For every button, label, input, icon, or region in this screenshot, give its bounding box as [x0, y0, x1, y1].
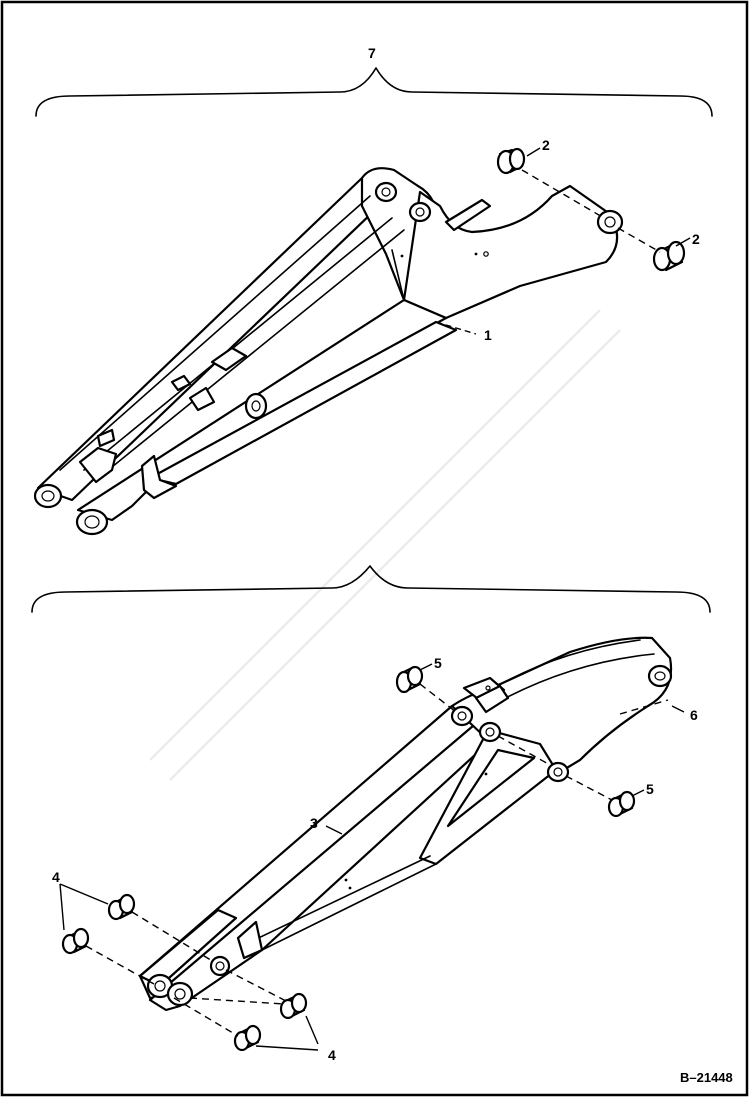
reference-number: B–21448: [680, 1070, 733, 1085]
bushing-top-right: [652, 240, 686, 272]
bushing-front-bottom: [233, 1024, 262, 1052]
pin-axis-top: [521, 169, 661, 253]
bushing-front-upper: [107, 893, 136, 921]
group-brace-top: [35, 67, 713, 117]
pin-axes-bottom: [85, 683, 669, 1037]
arm-weldment-bottom: [138, 636, 673, 1012]
callout-3: 3: [310, 815, 318, 831]
callout-2a: 2: [542, 137, 550, 153]
callout-5a: 5: [434, 655, 442, 671]
leader-2a: [526, 147, 541, 157]
watermark-graphic: [149, 309, 621, 781]
callout-6: 6: [690, 707, 698, 723]
callout-2b: 2: [692, 231, 700, 247]
leader-2b: [675, 237, 691, 247]
callout-5b: 5: [646, 781, 654, 797]
leader-1: [435, 321, 477, 335]
leaders-bottom: [59, 663, 685, 1051]
bushing-front-lower: [279, 992, 308, 1020]
bushing-bottom-right: [607, 790, 636, 818]
bushing-top-left: [496, 147, 526, 175]
callout-4a: 4: [52, 869, 60, 885]
callout-4b: 4: [328, 1047, 336, 1063]
arm-weldment-top: [33, 167, 624, 536]
bushing-front-left: [61, 927, 90, 955]
bushing-bottom-upper: [395, 665, 424, 694]
callout-1: 1: [484, 327, 492, 343]
group-brace-bottom: [31, 565, 711, 613]
callout-7: 7: [368, 45, 376, 61]
